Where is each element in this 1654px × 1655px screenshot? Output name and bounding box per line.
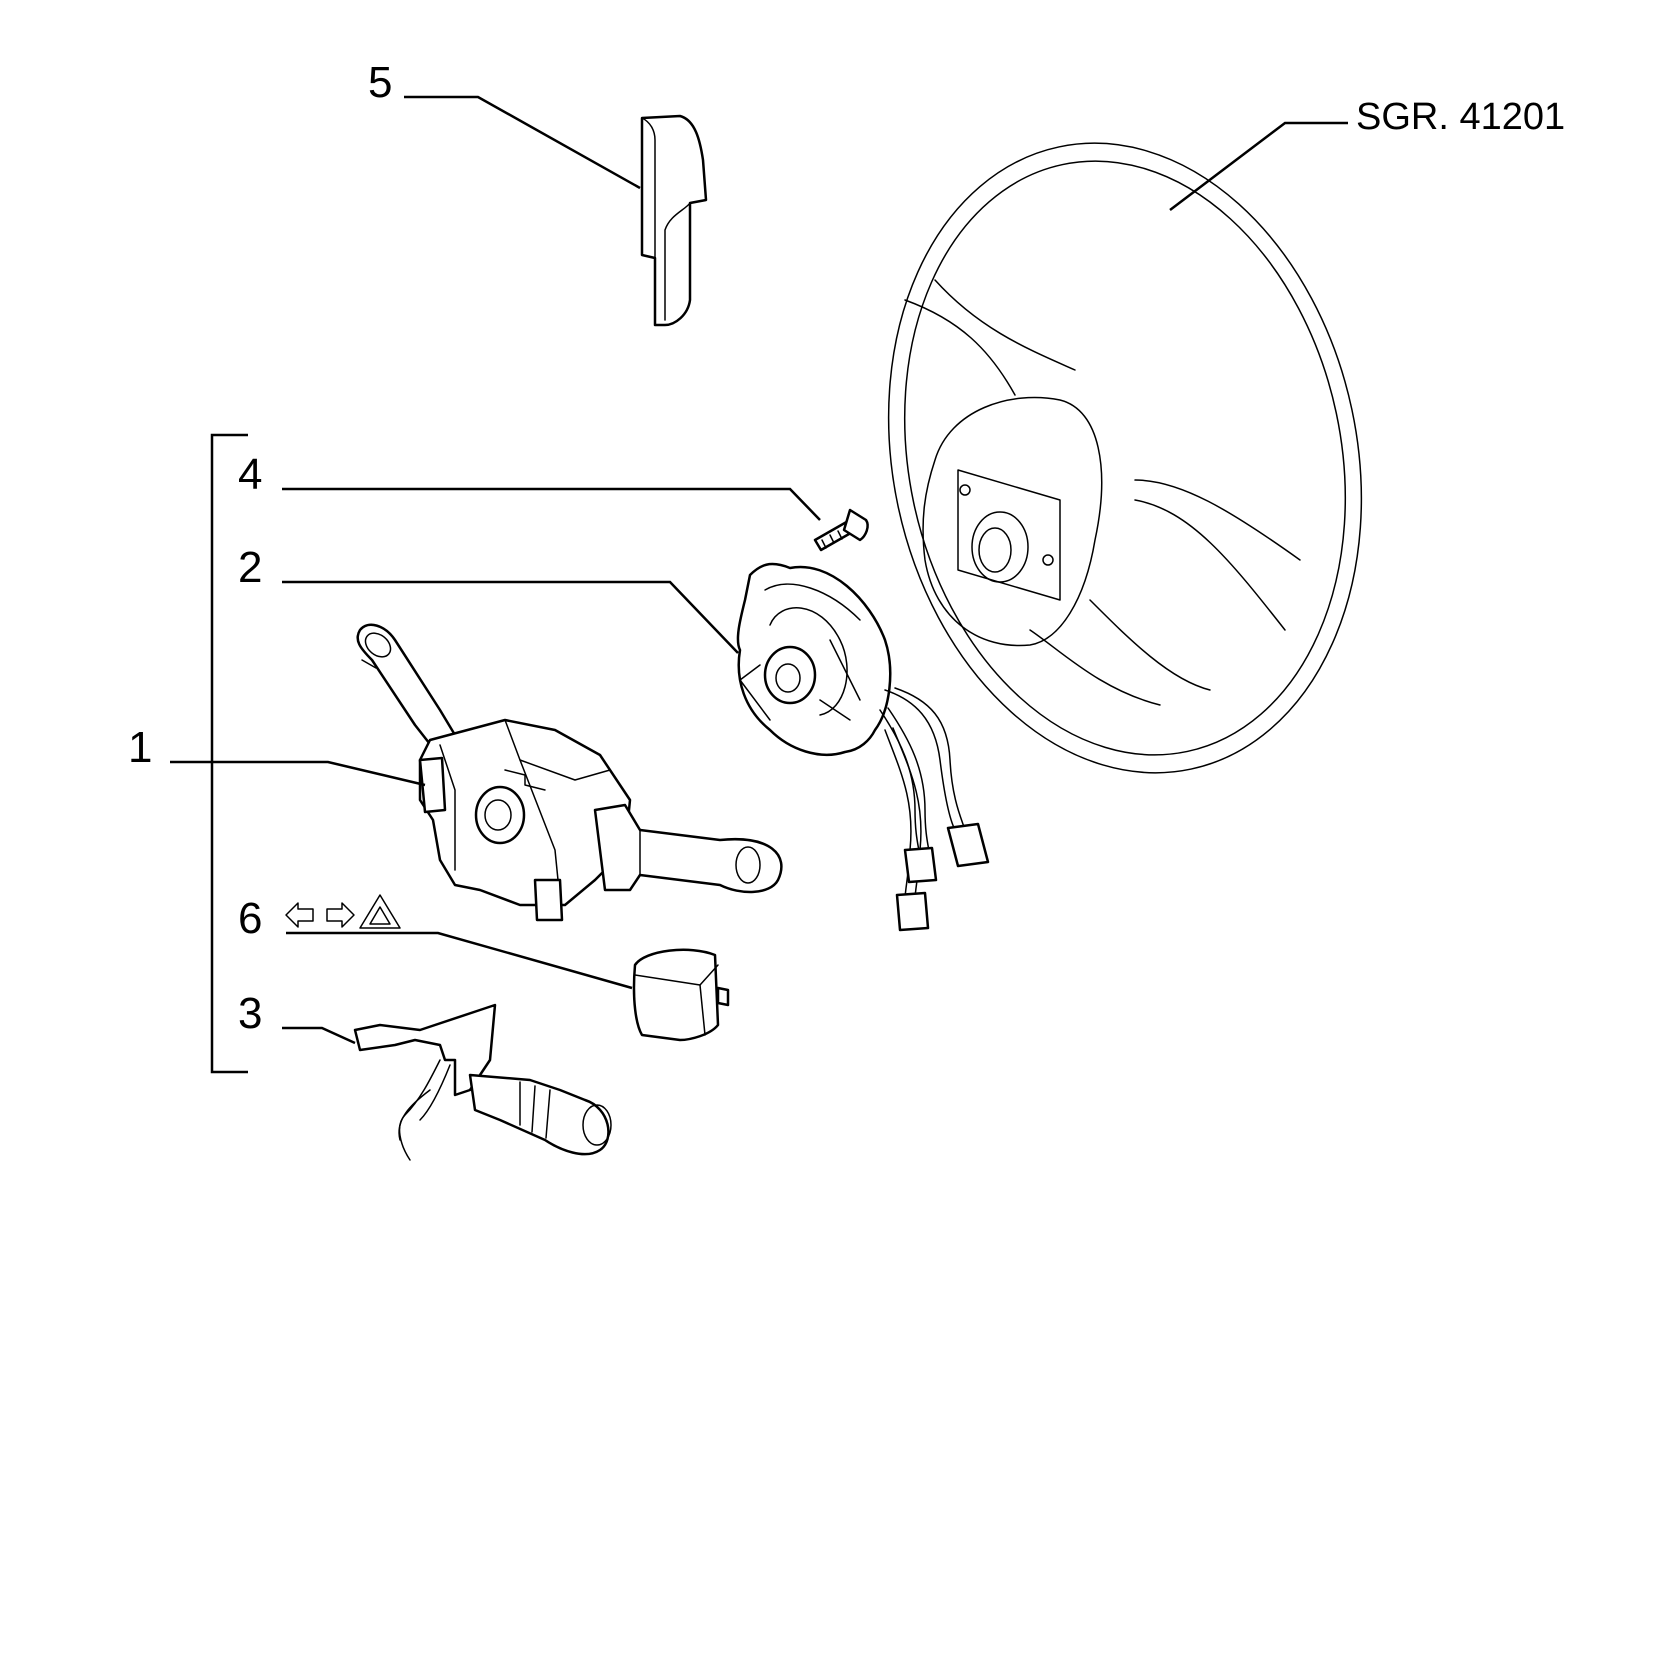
callout-3: 3 [238,989,262,1038]
leader-6 [286,931,633,990]
leader-1 [170,760,426,787]
callout-5: 5 [368,58,392,107]
arrow-left-icon [285,902,314,928]
arrow-right-icon [326,902,355,928]
callout-2: 2 [238,543,262,592]
callout-1: 1 [128,723,152,772]
part-5-stalk-end-cap [640,114,708,327]
callout-6: 6 [238,894,262,943]
leader-4 [282,487,821,521]
group-bracket [210,433,248,1074]
hazard-triangle-icon [359,894,401,929]
steering-wheel-reference: SGR. 41201 [1356,96,1565,138]
part-2-clock-spring [736,562,990,932]
part-6-hazard-relay [632,948,730,1042]
part-3-wiper-switch [353,1003,612,1161]
leader-2 [282,580,739,654]
callout-4: 4 [238,450,262,499]
leader-sgr [1169,121,1348,211]
part-1-combination-switch [356,623,783,922]
steering-wheel [887,142,1363,774]
part-4-screw [813,508,869,552]
leader-5 [404,95,641,190]
leader-3 [282,1026,356,1045]
